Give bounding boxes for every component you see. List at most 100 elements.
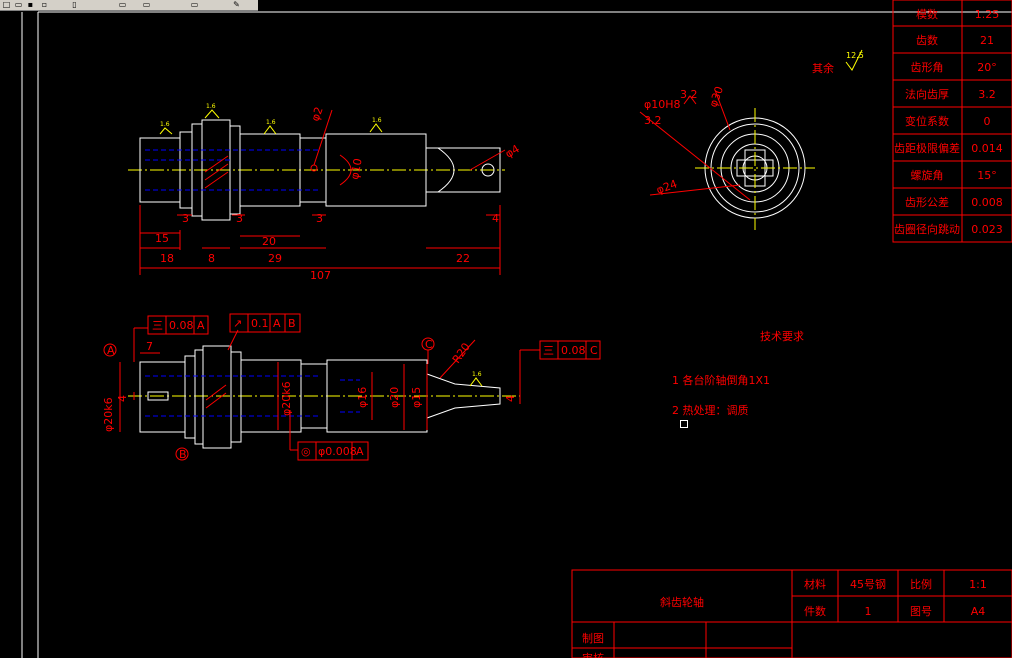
svg-text:齿圈径向跳动: 齿圈径向跳动: [894, 222, 960, 236]
svg-text:φ30: φ30: [707, 85, 726, 109]
bottom-view-tolerance-frames: 三 0.08 A ↗ 0.1 A B ◎ φ0.008 A 三 0.08 C: [147, 313, 601, 461]
svg-text:A: A: [273, 317, 281, 330]
copy-icon[interactable]: ▭: [142, 0, 151, 9]
svg-text:比例: 比例: [910, 577, 932, 591]
paste-icon[interactable]: ▭: [190, 0, 199, 9]
svg-text:4: 4: [116, 395, 129, 402]
svg-text:三: 三: [152, 319, 163, 332]
svg-text:R20: R20: [450, 341, 473, 366]
cut-icon[interactable]: ▭: [118, 0, 127, 9]
svg-text:B: B: [288, 317, 296, 330]
svg-text:15: 15: [155, 232, 169, 245]
svg-text:107: 107: [310, 269, 331, 282]
svg-text:制图: 制图: [582, 632, 604, 645]
svg-text:φ20k6: φ20k6: [280, 381, 293, 416]
toolbar: □ ▭ ▪ ▫ ▯ ▭ ▭ ▭ ✎: [0, 0, 258, 11]
title-block-text: 斜齿轮轴 材料 45号钢 比例 1:1 件数 1 图号 A4 制图 审核: [582, 577, 987, 658]
svg-text:45号钢: 45号钢: [850, 578, 886, 591]
svg-text:4: 4: [492, 212, 499, 225]
svg-text:φ4: φ4: [503, 142, 522, 160]
bottom-view-shaft: [103, 327, 540, 461]
svg-text:15°: 15°: [977, 169, 997, 182]
svg-text:4: 4: [504, 395, 517, 402]
svg-text:20°: 20°: [977, 61, 997, 74]
svg-text:φ10H8: φ10H8: [644, 98, 681, 111]
svg-text:A: A: [107, 344, 115, 357]
svg-text:三: 三: [543, 344, 554, 357]
svg-text:◎: ◎: [301, 445, 311, 458]
svg-text:3.2: 3.2: [680, 88, 698, 101]
svg-text:0.023: 0.023: [971, 223, 1003, 236]
top-view-shaft: [128, 109, 506, 275]
svg-text:1.25: 1.25: [975, 8, 1000, 21]
svg-text:法向齿厚: 法向齿厚: [905, 87, 949, 101]
rest-roughness: 其余 12.5: [812, 49, 864, 75]
section-view: [639, 89, 815, 230]
svg-text:A: A: [356, 445, 364, 458]
svg-text:2 热处理：调质: 2 热处理：调质: [672, 404, 749, 417]
svg-text:3.2: 3.2: [978, 88, 996, 101]
match-icon[interactable]: ✎: [233, 0, 240, 9]
svg-text:技术要求: 技术要求: [760, 330, 804, 343]
gear-parameter-table: [892, 0, 1012, 243]
svg-text:齿形角: 齿形角: [911, 61, 944, 74]
svg-text:B: B: [179, 448, 187, 461]
print-icon[interactable]: ▫: [41, 0, 48, 9]
svg-text:22: 22: [456, 252, 470, 265]
svg-text:齿数: 齿数: [916, 34, 938, 47]
section-view-labels: φ10H8 3.2 3.2 φ30 φ24: [644, 85, 726, 197]
svg-text:0.1: 0.1: [251, 317, 269, 330]
svg-text:C: C: [425, 338, 433, 351]
svg-text:20: 20: [262, 235, 276, 248]
bottom-view-labels: 7 φ20k6 4 φ20k6 φ16 φ20 φ15 R20 4 1.6 A …: [102, 338, 517, 461]
gear-table-text: 模数 1.25 齿数 21 齿形角 20° 法向齿厚 3.2 变位系数 0 齿距…: [894, 8, 1003, 236]
svg-text:φ10: φ10: [348, 157, 364, 180]
svg-text:φ20k6: φ20k6: [102, 397, 115, 432]
svg-text:φ16: φ16: [356, 387, 369, 408]
top-view-labels: 15 18 8 3 3 3 20 29 22 107 4 φ2 φ4 φ10 1…: [155, 103, 522, 282]
svg-text:1: 1: [865, 605, 872, 618]
svg-text:0: 0: [984, 115, 991, 128]
svg-text:齿形公差: 齿形公差: [905, 195, 949, 209]
svg-text:材料: 材料: [804, 577, 826, 591]
svg-text:1.6: 1.6: [206, 103, 216, 110]
svg-text:18: 18: [160, 252, 174, 265]
svg-text:3: 3: [236, 212, 243, 225]
svg-text:8: 8: [208, 252, 215, 265]
open-icon[interactable]: ▭: [14, 0, 23, 9]
svg-text:1:1: 1:1: [969, 578, 987, 591]
svg-text:齿距极限偏差: 齿距极限偏差: [894, 141, 960, 155]
svg-text:φ2: φ2: [309, 105, 326, 123]
svg-text:φ15: φ15: [410, 387, 423, 408]
svg-text:φ20: φ20: [388, 387, 401, 408]
svg-text:1.6: 1.6: [372, 117, 382, 124]
svg-text:29: 29: [268, 252, 282, 265]
svg-text:7: 7: [146, 340, 153, 353]
svg-text:φ24: φ24: [655, 177, 679, 196]
svg-text:其余: 其余: [812, 61, 834, 75]
svg-text:螺旋角: 螺旋角: [911, 168, 944, 182]
svg-text:0.08: 0.08: [561, 344, 586, 357]
svg-text:A: A: [197, 319, 205, 332]
svg-text:0.008: 0.008: [971, 196, 1003, 209]
svg-text:φ0.008: φ0.008: [318, 445, 357, 458]
new-icon[interactable]: □: [2, 0, 11, 9]
save-icon[interactable]: ▪: [27, 0, 34, 9]
svg-text:21: 21: [980, 34, 994, 47]
svg-text:C: C: [590, 344, 598, 357]
technical-requirements: 技术要求 1 各台阶轴倒角1X1 2 热处理：调质: [672, 330, 804, 417]
preview-icon[interactable]: ▯: [72, 0, 77, 9]
svg-text:件数: 件数: [804, 605, 826, 618]
svg-text:0.08: 0.08: [169, 319, 194, 332]
svg-text:1.6: 1.6: [266, 119, 276, 126]
title-block: [571, 569, 1012, 658]
pick-box-cursor: [680, 420, 688, 428]
svg-text:3.2: 3.2: [644, 114, 662, 127]
svg-text:0.014: 0.014: [971, 142, 1003, 155]
svg-text:审核: 审核: [582, 651, 604, 658]
svg-text:图号: 图号: [910, 605, 932, 618]
svg-text:1 各台阶轴倒角1X1: 1 各台阶轴倒角1X1: [672, 373, 770, 387]
svg-text:A4: A4: [971, 605, 986, 618]
svg-text:1.6: 1.6: [160, 121, 170, 128]
